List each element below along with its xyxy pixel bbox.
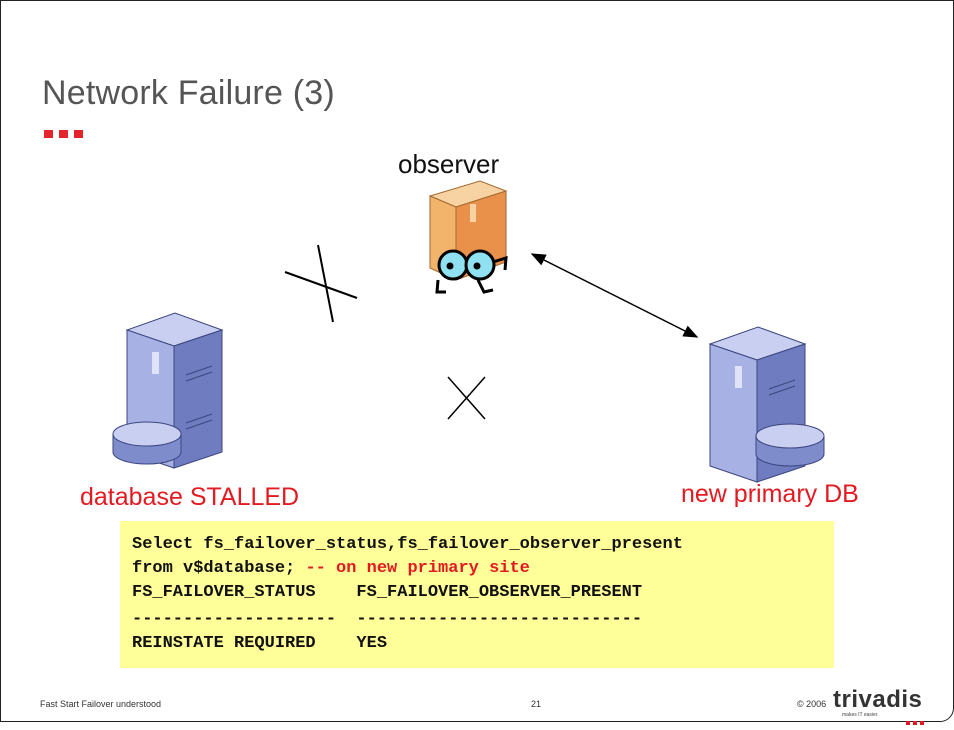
code-line: FS_FAILOVER_STATUS FS_FAILOVER_OBSERVER_… xyxy=(132,583,643,602)
code-line: -------------------- -------------------… xyxy=(132,610,643,629)
slide-title: Network Failure (3) xyxy=(42,74,335,112)
code-line: Select fs_failover_status,fs_failover_ob… xyxy=(132,535,683,554)
title-accent-dots xyxy=(44,125,89,143)
new-primary-disk-icon xyxy=(755,423,825,467)
page-number: 21 xyxy=(531,699,542,709)
logo-accent-dots xyxy=(906,712,927,730)
broken-link-line xyxy=(447,376,486,420)
stalled-database-disk-icon xyxy=(112,421,182,465)
broken-link-line xyxy=(284,271,358,299)
code-line: REINSTATE REQUIRED YES xyxy=(132,634,388,653)
sql-code-box: Select fs_failover_status,fs_failover_ob… xyxy=(120,521,834,668)
logo-tagline: makes IT easier. xyxy=(842,712,879,718)
footer-title: Fast Start Failover understood xyxy=(40,699,162,709)
stalled-database-label: database STALLED xyxy=(80,483,300,511)
observer-primary-link xyxy=(530,253,699,338)
code-sql: from v$database; xyxy=(132,559,306,578)
code-comment: -- on new primary site xyxy=(305,559,530,578)
observer-eyes-icon xyxy=(435,249,508,294)
copyright: © 2006 xyxy=(797,699,827,709)
code-line: from v$database; -- on new primary site xyxy=(132,559,530,578)
broken-link-line xyxy=(317,244,334,323)
new-primary-label: new primary DB xyxy=(681,480,859,508)
trivadis-logo: trivadis xyxy=(833,686,923,713)
observer-label: observer xyxy=(398,149,500,179)
